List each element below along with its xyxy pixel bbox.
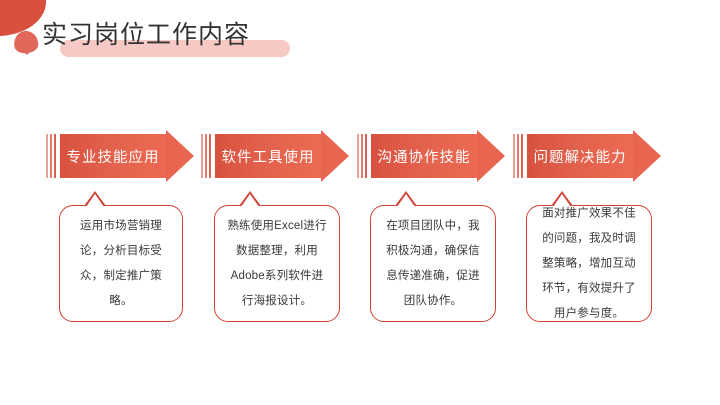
callout-text-4: 面对推广效果不佳的问题，我及时调整策略，增加互动环节，有效提升了用户参与度。 [542,207,636,319]
arrow-stripes-icon [46,134,58,178]
callout-notch-fill-3 [397,194,415,207]
arrow-body-2: 软件工具使用 [215,134,321,178]
arrow-label-4: 问题解决能力 [533,149,627,166]
callout-text-2: 熟练使用Excel进行数据整理，利用Adobe系列软件进行海报设计。 [227,219,327,307]
arrow-banner-4[interactable]: 问题解决能力 [513,130,661,182]
arrow-banner-row: 专业技能应用 软件工具使用 沟通协作技能 [0,130,720,182]
arrow-stripes-icon [201,134,213,178]
arrow-label-3: 沟通协作技能 [377,149,471,166]
heart-blob-decoration [12,29,40,55]
arrow-label-1: 专业技能应用 [66,149,160,166]
callout-text-3: 在项目团队中，我积极沟通，确保信息传递准确，促进团队协作。 [386,219,480,307]
arrow-head-icon-4 [633,130,661,182]
callout-box-row: 运用市场营销理论，分析目标受众，制定推广策略。 熟练使用Excel进行数据整理，… [0,191,720,326]
arrow-banner-2[interactable]: 软件工具使用 [201,130,349,182]
arrow-body-1: 专业技能应用 [60,134,166,178]
callout-box-4[interactable]: 面对推广效果不佳的问题，我及时调整策略，增加互动环节，有效提升了用户参与度。 [526,191,652,322]
callout-notch-fill-4 [553,194,571,207]
callout-box-1[interactable]: 运用市场营销理论，分析目标受众，制定推广策略。 [59,191,183,322]
arrow-body-3: 沟通协作技能 [371,134,477,178]
title-highlight-bar [60,40,290,57]
arrow-head-icon-2 [321,130,349,182]
callout-box-3[interactable]: 在项目团队中，我积极沟通，确保信息传递准确，促进团队协作。 [370,191,496,322]
arrow-banner-1[interactable]: 专业技能应用 [46,130,194,182]
callout-box-2[interactable]: 熟练使用Excel进行数据整理，利用Adobe系列软件进行海报设计。 [214,191,340,322]
arrow-stripes-icon [513,134,525,178]
page-title: 实习岗位工作内容 [42,21,251,49]
callout-notch-fill-2 [241,194,259,207]
arrow-banner-3[interactable]: 沟通协作技能 [357,130,505,182]
arrow-head-icon-3 [477,130,505,182]
arrow-body-4: 问题解决能力 [527,134,633,178]
arrow-label-2: 软件工具使用 [221,149,315,166]
arrow-head-icon-1 [166,130,194,182]
arrow-stripes-icon [357,134,369,178]
callout-notch-fill-1 [86,194,104,207]
callout-text-1: 运用市场营销理论，分析目标受众，制定推广策略。 [80,219,162,307]
